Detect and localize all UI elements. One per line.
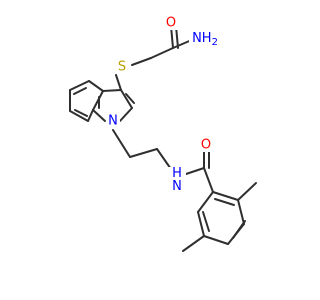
bond-ring-3: [203, 235, 229, 245]
amide-nh2-label-bg: [189, 30, 221, 46]
bond-ch2-c-amide: [150, 47, 174, 59]
thioether-s-label: S: [118, 60, 126, 75]
bond-c4-c5: [69, 80, 90, 91]
bond-ring-double-a: [202, 211, 210, 232]
bond-ch2-ch2: [129, 148, 158, 158]
bond-n1-c7a: [92, 109, 106, 122]
bond-ring-1: [197, 191, 214, 213]
bond-c2-n1: [119, 107, 133, 122]
bond-ring-2: [197, 211, 205, 237]
bond-ring-double-c: [214, 198, 235, 206]
bond-c6-c7: [69, 110, 89, 122]
amide-oxygen-label: O: [166, 16, 176, 31]
bond-carbonyl-ring: [203, 167, 214, 193]
bond-c4-c5-double: [73, 87, 87, 95]
bond-c3a-c4: [88, 80, 104, 92]
amide-nh2-label: NH2: [192, 31, 218, 49]
bond-ring-6: [212, 191, 239, 201]
bond-c3-c2-double: [125, 93, 135, 104]
indole-nitrogen-label-bg: [106, 114, 120, 128]
benzamide-oxygen-label: O: [201, 138, 211, 153]
bond-s-indole: [115, 74, 122, 91]
bond-nh-c-carbonyl: [182, 167, 205, 176]
bond-c6-c7-double: [74, 109, 88, 117]
amide-nh-label-bg: [168, 167, 186, 191]
bond-ring-double-b: [232, 220, 246, 239]
bond-s-ch2: [131, 57, 152, 66]
bond-ring-5: [237, 199, 245, 225]
bond-methyl-bottom: [182, 235, 205, 252]
benzamide-oxygen-label-bg: [199, 138, 213, 152]
bond-methyl-top: [237, 182, 257, 201]
bond-n1-ch2: [112, 129, 131, 158]
amide-oxygen-label-bg: [164, 16, 178, 30]
thioether-s-label-bg: [115, 60, 129, 74]
bond-c3-c2: [120, 89, 133, 109]
bond-c3a-c3: [102, 89, 122, 92]
bond-layer: [69, 25, 257, 252]
bond-c7-c7a: [87, 109, 94, 122]
indole-nitrogen-label: N: [108, 114, 118, 129]
